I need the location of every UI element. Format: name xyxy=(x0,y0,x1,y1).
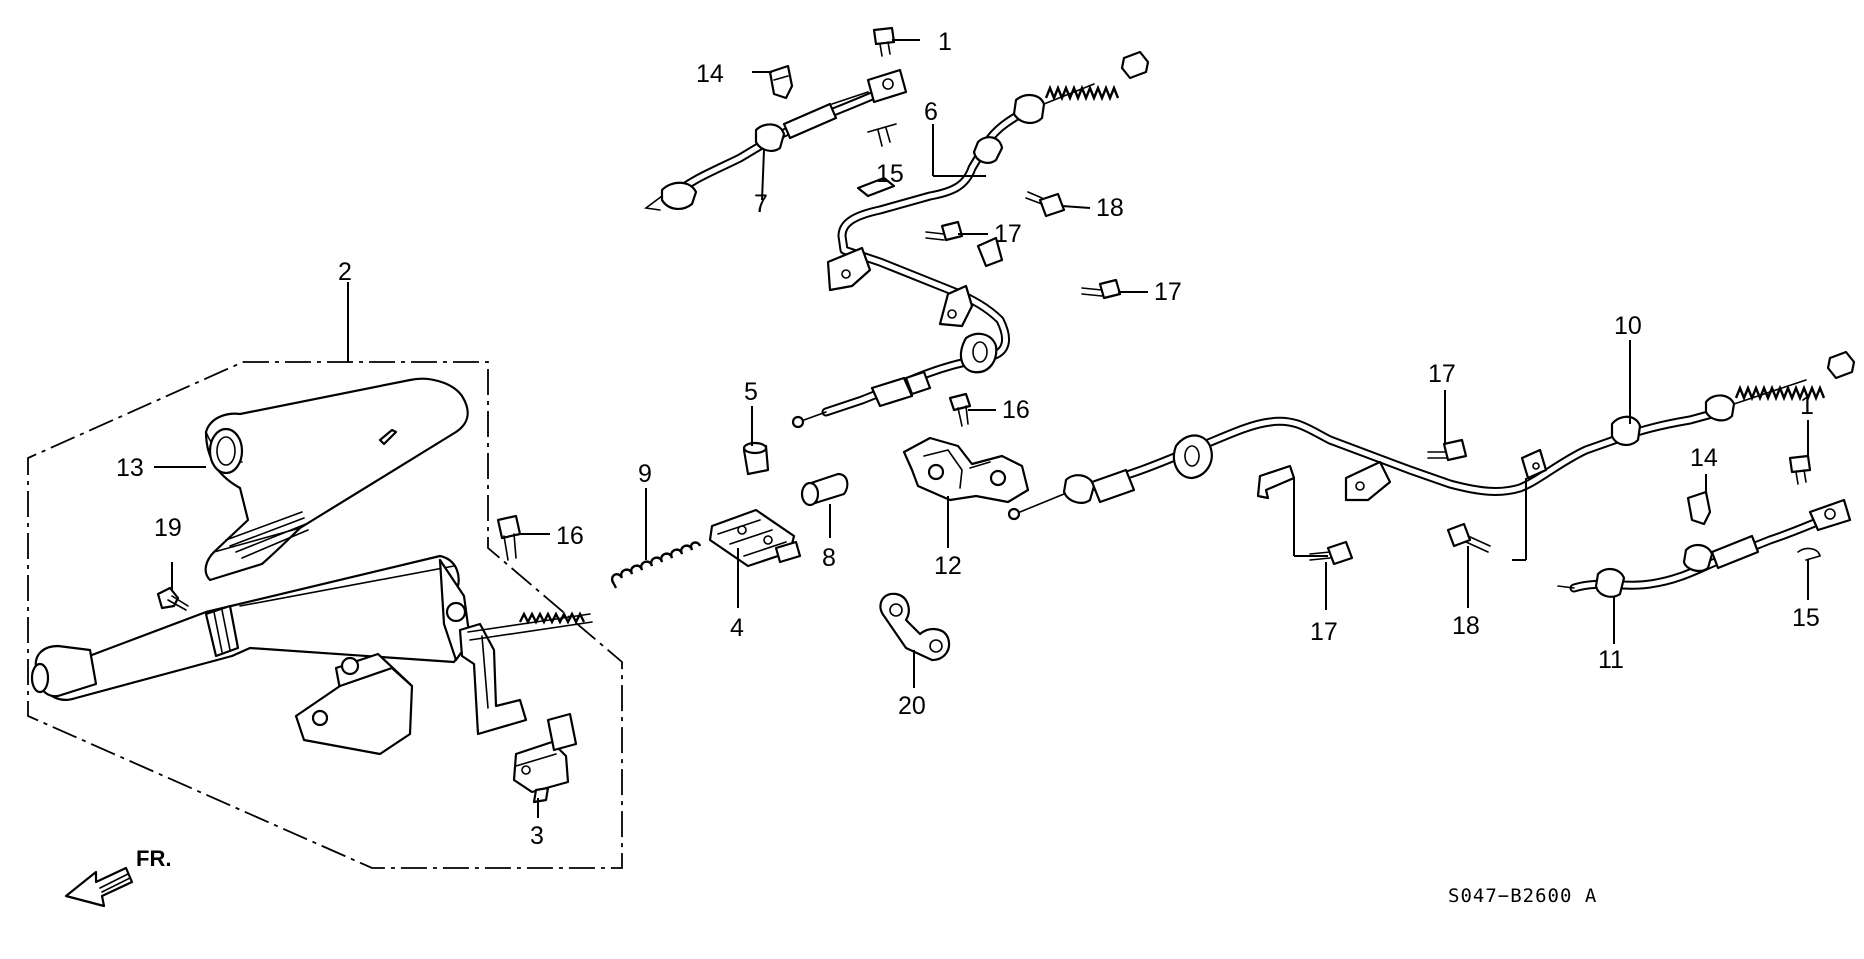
callout-numbers: 1 14 6 15 7 18 17 17 2 13 19 16 3 9 5 4 … xyxy=(116,28,1820,850)
callout-14-right: 14 xyxy=(1690,444,1718,472)
part-16-bolt-middle xyxy=(948,392,972,427)
part-4-equalizer xyxy=(708,508,802,568)
callout-10: 10 xyxy=(1614,312,1642,340)
part-5-bushing xyxy=(742,441,770,476)
callout-18-bottom: 18 xyxy=(1452,612,1480,640)
part-6-cable xyxy=(791,50,1150,429)
callout-17-d: 17 xyxy=(1310,618,1338,646)
part-14-clip-right xyxy=(1686,490,1712,526)
part-17-bolt-c xyxy=(1427,438,1468,462)
part-19-bolt xyxy=(156,586,189,611)
callout-20: 20 xyxy=(898,692,926,720)
part-15-pin-top xyxy=(867,123,897,147)
callout-2: 2 xyxy=(338,258,352,286)
callout-11: 11 xyxy=(1598,646,1624,674)
part-18-bolt-bottom xyxy=(1446,522,1491,553)
part-1-bolt-right xyxy=(1788,454,1812,485)
diagram-code: S047−B2600 A xyxy=(1448,885,1597,907)
callout-1-top: 1 xyxy=(938,28,952,56)
part-12-cable-guide xyxy=(902,436,1030,504)
part-8-grommet xyxy=(800,472,849,507)
parking-brake-lever xyxy=(30,554,593,756)
callout-17-c: 17 xyxy=(1428,360,1456,388)
callout-3: 3 xyxy=(530,822,544,850)
callout-6: 6 xyxy=(924,98,938,126)
callout-18-top: 18 xyxy=(1096,194,1124,222)
callout-15-top: 15 xyxy=(876,160,904,188)
callout-17-a: 17 xyxy=(994,220,1022,248)
part-3-brake-switch xyxy=(512,712,578,804)
callout-1-right: 1 xyxy=(1800,392,1814,420)
lever-assembly-outline xyxy=(27,361,623,869)
callout-9: 9 xyxy=(638,460,652,488)
callout-13: 13 xyxy=(116,454,144,482)
part-13-lever-cover xyxy=(204,377,469,582)
callout-15-right: 15 xyxy=(1792,604,1820,632)
callout-14-top: 14 xyxy=(696,60,724,88)
callout-12: 12 xyxy=(934,552,962,580)
callout-8: 8 xyxy=(822,544,836,572)
part-15-pin-right xyxy=(1797,547,1821,561)
leader-lines xyxy=(154,39,1809,818)
part-9-spring xyxy=(610,541,702,589)
part-17-bolt-a xyxy=(925,220,964,242)
callout-17-b: 17 xyxy=(1154,278,1182,306)
part-14-clip-top xyxy=(768,64,794,100)
part-7-cable xyxy=(643,68,908,211)
part-11-cable xyxy=(1557,498,1852,598)
part-18-bolt-top xyxy=(1025,191,1066,218)
callout-19: 19 xyxy=(154,514,182,542)
callout-5: 5 xyxy=(744,378,758,406)
callout-16-mid: 16 xyxy=(1002,396,1030,424)
part-17-bolt-d xyxy=(1309,540,1354,566)
callout-4: 4 xyxy=(730,614,744,642)
part-17-bolt-b xyxy=(1081,278,1122,300)
callout-7: 7 xyxy=(754,190,768,218)
fr-label: FR. xyxy=(136,846,171,871)
part-16-bolt-left xyxy=(496,514,522,561)
front-direction-arrow: FR. xyxy=(64,846,171,908)
part-1-bolt-top xyxy=(872,26,896,57)
part-20-cable-clip xyxy=(879,592,951,662)
callout-16-left: 16 xyxy=(556,522,584,550)
part-10-cable xyxy=(1007,350,1856,521)
